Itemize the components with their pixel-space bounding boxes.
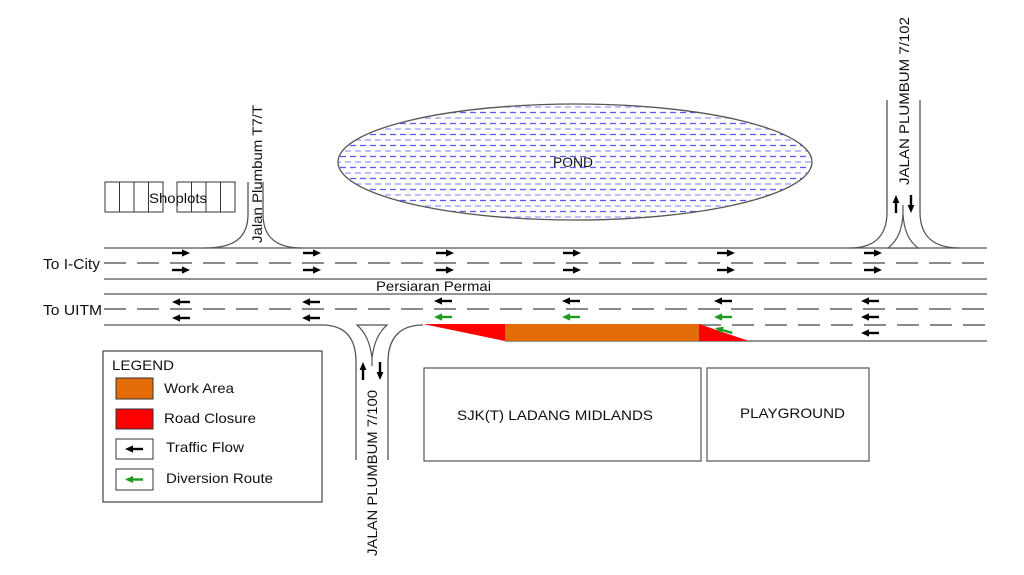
side-road-edge <box>262 182 303 249</box>
playground-label: PLAYGROUND <box>740 405 845 421</box>
legend: LEGEND Work Area Road Closure Traffic Fl… <box>102 350 323 503</box>
road-edge-south-junction <box>387 324 424 460</box>
traffic-arrow-right-icon <box>715 248 737 258</box>
traffic-arrow-left-icon <box>859 296 881 306</box>
school-building: SJK(T) LADANG MIDLANDS <box>423 367 702 462</box>
work-zone <box>423 324 749 341</box>
destination-label-east: To I-City <box>43 256 101 273</box>
traffic-arrow-right-icon <box>561 248 583 258</box>
traffic-arrow-right-icon <box>434 265 456 275</box>
pond-label: POND <box>553 154 593 170</box>
traffic-arrow-right-icon <box>715 265 737 275</box>
road-closure-taper-start <box>423 324 505 341</box>
diversion-arrow-left-icon <box>432 312 454 322</box>
side-road-edge <box>919 100 961 249</box>
traffic-arrow-left-icon <box>859 328 881 338</box>
road-closure-taper-end <box>699 324 749 341</box>
school-outline <box>423 367 702 462</box>
side-road-edge <box>204 182 249 249</box>
traffic-arrow-right-icon <box>561 265 583 275</box>
road-closure-swatch <box>115 408 154 430</box>
pond-outline <box>337 103 813 221</box>
legend-label: Diversion Route <box>166 470 273 486</box>
diversion-arrow-left-icon <box>712 312 734 322</box>
legend-item-work-area: Work Area <box>115 377 234 400</box>
legend-item-diversion-route: Diversion Route <box>115 468 273 491</box>
legend-label: Work Area <box>164 380 234 396</box>
eastbound-traffic-arrows <box>170 248 884 275</box>
shoplots-label: Shoplots <box>149 190 207 206</box>
side-road-t7t: Jalan Plumbum T7/T <box>204 105 303 249</box>
traffic-island <box>886 213 920 249</box>
legend-title: LEGEND <box>112 357 174 373</box>
legend-label: Traffic Flow <box>166 439 245 455</box>
playground-outline <box>706 367 870 462</box>
traffic-arrow-left-icon <box>300 313 322 323</box>
legend-item-traffic-flow: Traffic Flow <box>115 438 245 460</box>
side-road-7-102-label: JALAN PLUMBUM 7/102 <box>896 17 912 185</box>
arrow-down-icon <box>906 193 916 215</box>
side-road-7-100-label: JALAN PLUMBUM 7/100 <box>364 390 380 556</box>
traffic-arrow-left-icon <box>300 297 322 307</box>
traffic-arrow-left-icon <box>432 296 454 306</box>
playground: PLAYGROUND <box>706 367 870 462</box>
side-road-edge <box>849 100 888 249</box>
traffic-arrow-right-icon <box>301 265 323 275</box>
traffic-arrow-right-icon <box>170 248 192 258</box>
side-road-7-102: JALAN PLUMBUM 7/102 <box>849 17 961 249</box>
traffic-arrow-left-icon <box>170 313 192 323</box>
traffic-arrow-left-icon <box>712 296 734 306</box>
traffic-island <box>355 324 389 359</box>
diversion-arrow-left-icon <box>560 312 582 322</box>
traffic-arrow-right-icon <box>301 248 323 258</box>
arrow-up-icon <box>358 360 368 382</box>
school-label: SJK(T) LADANG MIDLANDS <box>457 407 653 423</box>
traffic-arrow-right-icon <box>434 248 456 258</box>
pond: POND <box>337 103 813 221</box>
legend-item-road-closure: Road Closure <box>115 408 256 430</box>
arrow-down-icon <box>375 360 385 382</box>
traffic-arrow-left-icon <box>170 297 192 307</box>
traffic-arrow-left-icon <box>859 312 881 322</box>
shoplots: Shoplots <box>104 181 236 213</box>
traffic-arrow-right-icon <box>170 265 192 275</box>
road-edge-south-west <box>104 324 357 460</box>
side-road-7-100: JALAN PLUMBUM 7/100 <box>355 324 389 556</box>
destination-label-west: To UITM <box>43 302 102 319</box>
work-area-swatch <box>115 377 154 400</box>
main-road-label: Persiaran Permai <box>376 278 491 294</box>
traffic-arrow-right-icon <box>862 248 884 258</box>
legend-label: Road Closure <box>164 410 256 426</box>
traffic-arrow-right-icon <box>862 265 884 275</box>
side-road-t7t-label: Jalan Plumbum T7/T <box>249 105 265 243</box>
arrow-up-icon <box>891 193 901 215</box>
traffic-arrow-left-icon <box>560 296 582 306</box>
work-area <box>505 324 699 341</box>
